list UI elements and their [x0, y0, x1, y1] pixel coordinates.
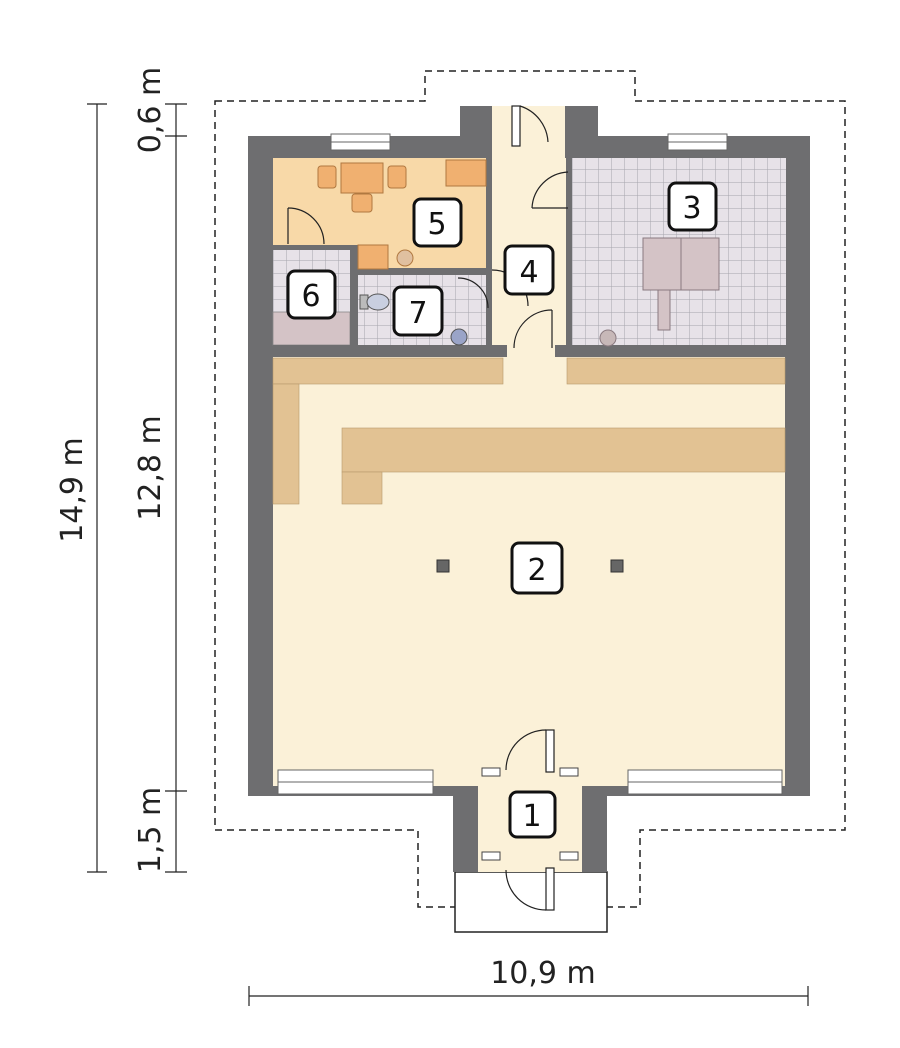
- dim-bottom-offset: 1,5 m: [133, 787, 168, 873]
- column-left: [436, 559, 450, 573]
- room-3-fixtures: [599, 237, 720, 347]
- door-frames: [481, 767, 579, 861]
- room-3-label: 3: [667, 181, 718, 232]
- back-entrance-floor: [492, 106, 565, 161]
- dim-top-offset: 0,6 m: [133, 67, 168, 153]
- svg-text:2: 2: [527, 553, 546, 588]
- svg-text:7: 7: [408, 296, 427, 331]
- room-7-fixtures: [359, 293, 468, 346]
- inner-walls: [273, 158, 785, 357]
- room-7-label: 7: [392, 285, 444, 337]
- vertical-dimension-lines: [87, 103, 187, 873]
- room-6-label: 6: [286, 269, 337, 320]
- room-2-label: 2: [510, 541, 564, 595]
- room-1-label: 1: [508, 790, 557, 839]
- counters: [272, 357, 786, 505]
- room-5-furniture: [317, 159, 487, 270]
- svg-text:5: 5: [427, 207, 446, 242]
- room-5-label: 5: [412, 197, 463, 248]
- column-right: [610, 559, 624, 573]
- horizontal-dimension-line: [248, 986, 809, 1006]
- dim-middle-height: 12,8 m: [133, 415, 168, 521]
- room-labels: 1 2 3 4 5 6 7: [286, 181, 718, 839]
- doors: [287, 105, 569, 911]
- svg-text:3: 3: [682, 191, 701, 226]
- room-4-label: 4: [503, 244, 555, 296]
- windows: [277, 133, 783, 795]
- entrance-step: [454, 871, 608, 933]
- roof-outline: [214, 70, 846, 908]
- svg-text:4: 4: [519, 255, 538, 290]
- svg-text:6: 6: [301, 279, 320, 314]
- svg-text:1: 1: [522, 799, 541, 834]
- dim-total-height: 14,9 m: [55, 437, 90, 543]
- dim-total-width: 10,9 m: [490, 956, 596, 991]
